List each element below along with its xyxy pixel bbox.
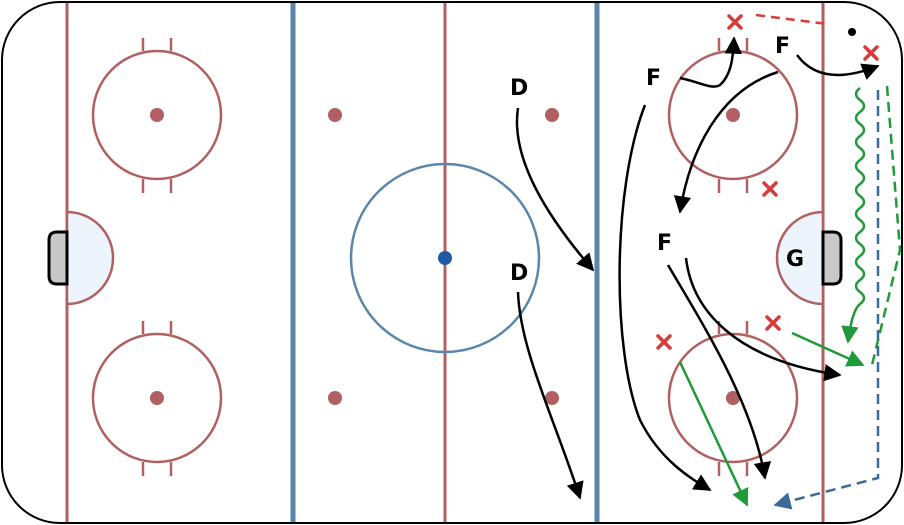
neutral-dot [328, 391, 342, 405]
skate-path-d-top [515, 107, 595, 272]
skate-path-f-left-hook [679, 36, 743, 88]
pass-line-green-low [678, 361, 749, 507]
skate-path-f-left [618, 104, 712, 492]
goal-net-left [47, 230, 69, 286]
x-mark-icon [765, 315, 781, 331]
x-mark-icon [656, 334, 672, 350]
faceoff-dot [150, 391, 164, 405]
defense-label-bottom: D [510, 261, 528, 286]
pass-line-red [755, 13, 828, 26]
x-mark-icon [863, 45, 879, 61]
x-mark-icon [727, 14, 743, 30]
skate-path-f-mid-net [666, 264, 772, 480]
puck-dot-icon [848, 28, 856, 36]
faceoff-circle-right-bottom [667, 321, 799, 476]
x-mark-icon [762, 181, 778, 197]
faceoff-circle-left-top [91, 38, 223, 193]
forward-label-mid: F [657, 231, 672, 256]
goal-crease-right [775, 210, 825, 306]
neutral-dot [545, 108, 559, 122]
goalie-label: G [786, 247, 804, 272]
faceoff-dot [150, 108, 164, 122]
neutral-dot [328, 108, 342, 122]
carry-path-green-wavy [841, 87, 866, 344]
skate-path-f-top-to-corner [795, 54, 880, 80]
pass-line-green-dashed [870, 85, 902, 366]
skate-path-f-mid-wide [684, 257, 842, 382]
faceoff-dot [726, 108, 740, 122]
forward-label-left: F [646, 66, 661, 91]
pass-line-green-slot [791, 331, 865, 367]
center-circle [349, 162, 541, 354]
faceoff-dot [726, 391, 740, 405]
skate-path-f-top-to-slot [673, 70, 779, 214]
pass-line-blue-dashed [773, 90, 880, 510]
center-faceoff-dot [438, 251, 452, 265]
faceoff-circle-left-bottom [91, 321, 223, 476]
goal-crease-left [65, 210, 115, 306]
defense-label-top: D [510, 76, 528, 101]
goal-net-right [821, 230, 843, 286]
neutral-dot [545, 391, 559, 405]
forward-label-top: F [775, 34, 790, 59]
skate-path-d-bottom [516, 291, 584, 500]
